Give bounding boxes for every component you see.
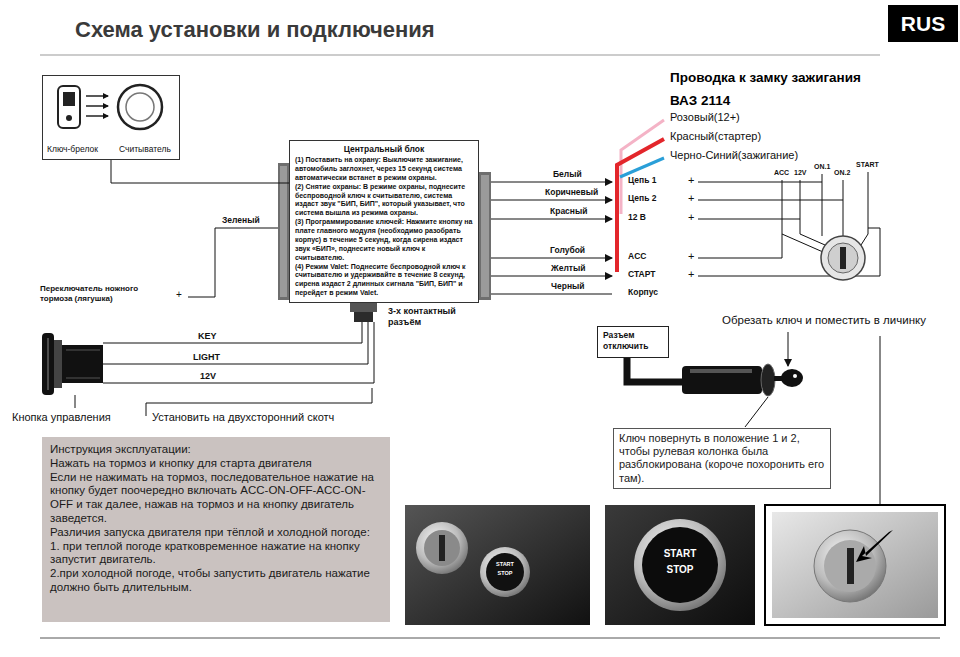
header-rule <box>40 55 880 56</box>
contact-name: ACC <box>774 169 789 177</box>
node-text: (2) Снятие охраны: В режиме охраны, подн… <box>295 183 473 219</box>
node-heading: Ключ повернуть в положение 1 и 2, чтобы … <box>619 432 825 485</box>
key-fob-picture <box>58 85 162 129</box>
node-text: Нажать на тормоз и кнопку для старта дви… <box>50 457 382 471</box>
terminal-name: ACC <box>628 252 646 262</box>
node-text: Различия запуска двигателя при тёплой и … <box>50 526 382 540</box>
node-heading: Инструкция эксплуатации: <box>50 443 382 457</box>
instruction-panel: Инструкция эксплуатации:Нажать на тормоз… <box>42 437 390 622</box>
button-text: STOP <box>475 571 535 577</box>
terminal-name: Цепь 2 <box>628 194 657 204</box>
terminal-plus: + <box>688 174 694 187</box>
wire-color: Белый <box>553 170 582 180</box>
wire-note: Красный(стартер) <box>670 130 761 143</box>
node-heading: Разъем отключить <box>603 330 663 351</box>
node-text: Считыватель <box>119 144 171 154</box>
contact-name: START <box>856 161 879 169</box>
wire-color: Голубой <box>550 246 585 256</box>
key-reader-box: Ключ-брелок Считыватель <box>42 75 180 160</box>
terminal-name: Корпус <box>628 288 658 298</box>
terminal-plus: + <box>688 268 694 281</box>
terminal-name: Цепь 1 <box>628 176 657 186</box>
pin-name: KEY <box>198 331 217 341</box>
contact-name: 12V <box>794 169 806 177</box>
part-caption: Кнопка управления <box>12 411 111 424</box>
node-text: 2.при холодной погоде, чтобы запустить д… <box>50 567 382 595</box>
terminal-plus: + <box>176 289 182 301</box>
callout-box: Ключ повернуть в положение 1 и 2, чтобы … <box>613 428 831 489</box>
wiring-heading: Проводка к замку зажигания ВАЗ 2114 <box>670 66 865 112</box>
lock-cylinder-picture <box>627 358 803 396</box>
page-title: Схема установки и подключения <box>75 17 435 43</box>
mounting-note: Установить на двухсторонний скотч <box>152 411 334 424</box>
terminal-plus: + <box>688 192 694 205</box>
wire-color: Черный <box>551 282 585 292</box>
terminal-plus: + <box>688 211 694 224</box>
instruction-note: Обрезать ключ и поместить в личинку <box>722 314 926 327</box>
wire-color: Красный <box>550 207 587 217</box>
node-heading: RUS <box>901 12 945 36</box>
switch-label: Переключатель ножного тормоза (лягушка) <box>40 284 160 303</box>
terminal-name: 12 В <box>628 213 646 223</box>
wiring-leaders <box>617 120 664 272</box>
ignition-switch-symbol <box>821 236 865 280</box>
connector-label: 3-х контактный разъём <box>388 306 476 328</box>
photo-key-in-lock <box>765 505 945 625</box>
node-text: (4) Режим Valet: Поднесите беспроводной … <box>295 263 473 299</box>
pin-name: 12V <box>200 371 216 381</box>
photo-start-button <box>605 505 755 625</box>
reader-cable <box>111 160 289 183</box>
wire-color: Коричневый <box>545 188 598 198</box>
wire-color: Зеленый <box>222 216 260 226</box>
terminal-name: СТАРТ <box>628 270 655 280</box>
photo-lock-and-button <box>405 505 590 625</box>
node-heading: Центральный блок <box>295 144 473 154</box>
node-text: (3) Программирование ключей: Нажмите кно… <box>295 218 473 262</box>
pin-name: LIGHT <box>193 352 220 362</box>
contact-name: ON.1 <box>814 163 830 171</box>
node-text: 1. при теплой погоде кратковременное наж… <box>50 540 382 568</box>
node-text: Если не нажимать на тормоз, последовател… <box>50 471 382 526</box>
node-heading: Ключ-брелок <box>47 144 98 154</box>
footer-rule <box>40 638 940 639</box>
language-badge: RUS <box>888 5 958 42</box>
contact-name: ON.2 <box>834 169 850 177</box>
terminal-plus: + <box>688 250 694 263</box>
button-text: STOP <box>650 565 710 575</box>
node-text: (1) Поставить на охрану: Выключите зажиг… <box>295 156 473 183</box>
wire-color: Желтый <box>551 264 585 274</box>
connector-note-box: Разъем отключить <box>597 326 669 358</box>
button-text: START <box>650 549 710 559</box>
central-unit-box: Центральный блок (1) Поставить на охрану:… <box>289 140 479 303</box>
wire-note: Черно-Синий(зажигание) <box>670 149 798 162</box>
button-side-view <box>42 333 103 395</box>
wire-note: Розовый(12+) <box>670 111 740 124</box>
button-text: START <box>475 562 535 568</box>
